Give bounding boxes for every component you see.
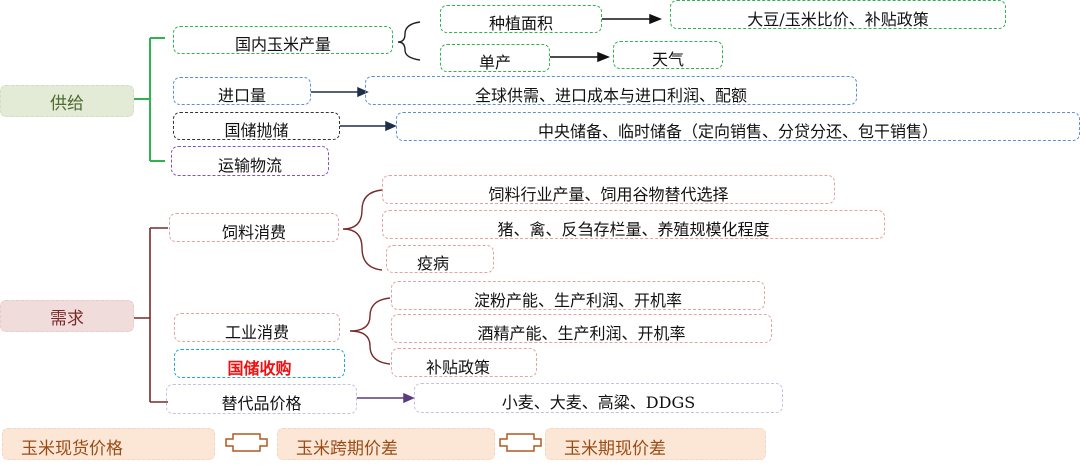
substitute-factor-node: 小麦、大麦、高粱、DDGS: [414, 383, 783, 413]
logistics-node: 运输物流: [171, 146, 329, 176]
link-icon-2: [499, 433, 542, 452]
production-brace: [397, 21, 421, 61]
domestic-production-node: 国内玉米产量: [173, 26, 393, 54]
calendar-spread-node: 玉米跨期价差: [277, 428, 495, 460]
imports-node: 进口量: [173, 77, 311, 105]
basis-node: 玉米期现价差: [545, 428, 766, 460]
demand-bracket: [134, 227, 168, 403]
feed-brace: [342, 189, 383, 271]
spot-price-node: 玉米现货价格: [2, 428, 215, 460]
industrial-consumption-node: 工业消费: [174, 313, 340, 342]
state-reserve-purchase-node: 国储收购: [174, 349, 345, 378]
demand-root: 需求: [0, 300, 134, 332]
planting-area-node: 种植面积: [440, 5, 602, 33]
supply-root: 供给: [0, 85, 134, 117]
supply-bracket: [134, 37, 165, 162]
unit-yield-factor-node: 天气: [613, 41, 723, 69]
industrial-factor-node-1: 淀粉产能、生产利润、开机率: [391, 281, 765, 310]
industrial-brace: [349, 297, 391, 365]
feed-factor-node-3: 疫病: [386, 245, 494, 273]
link-icon-1: [225, 433, 268, 452]
unit-yield-node: 单产: [440, 44, 550, 72]
planting-area-factor-node: 大豆/玉米比价、补贴政策: [670, 0, 1006, 29]
state-reserve-sales-node: 国储抛储: [173, 112, 340, 140]
industrial-factor-node-3: 补贴政策: [391, 348, 537, 377]
substitute-prices-node: 替代品价格: [166, 384, 357, 414]
feed-factor-node-2: 猪、禽、反刍存栏量、养殖规模化程度: [382, 210, 885, 239]
feed-consumption-node: 饲料消费: [169, 213, 339, 242]
imports-factor-node: 全球供需、进口成本与进口利润、配额: [365, 76, 857, 105]
industrial-factor-node-2: 酒精产能、生产利润、开机率: [391, 314, 772, 343]
feed-factor-node-1: 饲料行业产量、饲用谷物替代选择: [382, 175, 835, 204]
state-reserve-sales-factor-node: 中央储备、临时储备（定向销售、分贷分还、包干销售）: [396, 112, 1080, 141]
